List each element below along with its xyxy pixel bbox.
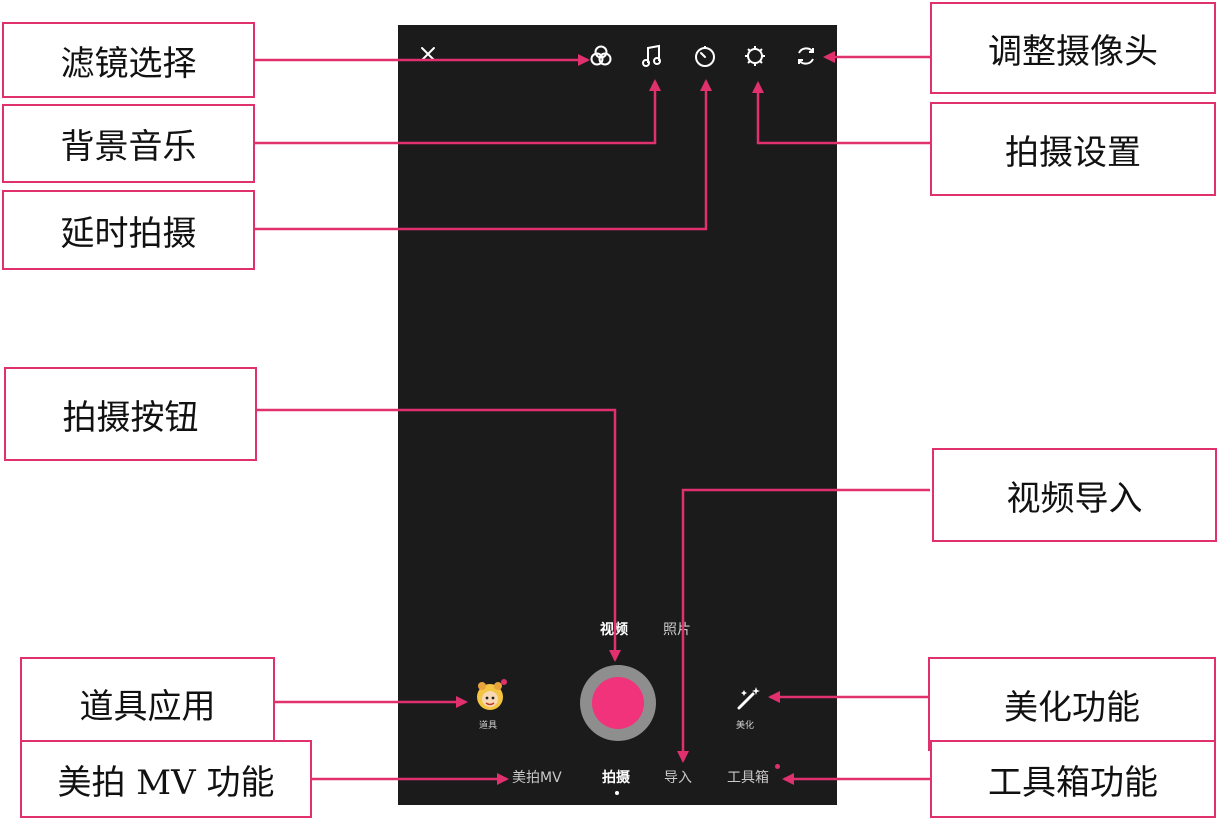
props-button[interactable]: 道具	[470, 677, 510, 735]
beautify-button[interactable]: 美化	[732, 685, 764, 737]
label-settings: 拍摄设置	[930, 102, 1216, 196]
arrow-import	[677, 488, 930, 763]
label-filter: 滤镜选择	[2, 22, 255, 98]
settings-gear-icon[interactable]	[743, 44, 767, 68]
label-timer: 延时拍摄	[2, 190, 255, 270]
arrow-music	[255, 79, 661, 145]
music-note-icon[interactable]	[641, 44, 663, 68]
label-props: 道具应用	[20, 657, 275, 749]
label-import: 视频导入	[932, 448, 1217, 542]
label-music: 背景音乐	[2, 104, 255, 183]
props-label: 道具	[479, 721, 498, 731]
nav-active-dot	[615, 791, 619, 795]
nav-import[interactable]: 导入	[664, 770, 692, 786]
label-shoot-button: 拍摄按钮	[4, 367, 257, 461]
nav-shoot[interactable]: 拍摄	[602, 770, 630, 786]
phone-screen: 视频 照片 道具 美化 美拍MV 拍摄 导入 工具箱	[398, 25, 837, 805]
record-button[interactable]	[580, 665, 656, 741]
nav-toolbox[interactable]: 工具箱	[727, 770, 769, 786]
magic-wand-icon	[737, 687, 760, 710]
arrow-shoot-button	[255, 408, 621, 662]
toolbox-badge-dot	[775, 764, 780, 769]
label-switch-camera: 调整摄像头	[930, 2, 1216, 94]
label-beautify: 美化功能	[928, 657, 1216, 751]
record-button-core	[592, 677, 644, 729]
close-icon[interactable]	[419, 45, 437, 63]
switch-camera-icon[interactable]	[794, 44, 818, 68]
timer-icon[interactable]	[693, 44, 717, 68]
props-character-icon	[477, 679, 507, 710]
beautify-label: 美化	[736, 721, 755, 731]
nav-mv[interactable]: 美拍MV	[512, 770, 562, 786]
arrow-settings	[752, 81, 930, 145]
filter-icon[interactable]	[589, 44, 613, 68]
arrow-timer	[255, 79, 712, 231]
label-mv: 美拍 MV 功能	[20, 740, 312, 818]
label-toolbox: 工具箱功能	[930, 740, 1216, 818]
